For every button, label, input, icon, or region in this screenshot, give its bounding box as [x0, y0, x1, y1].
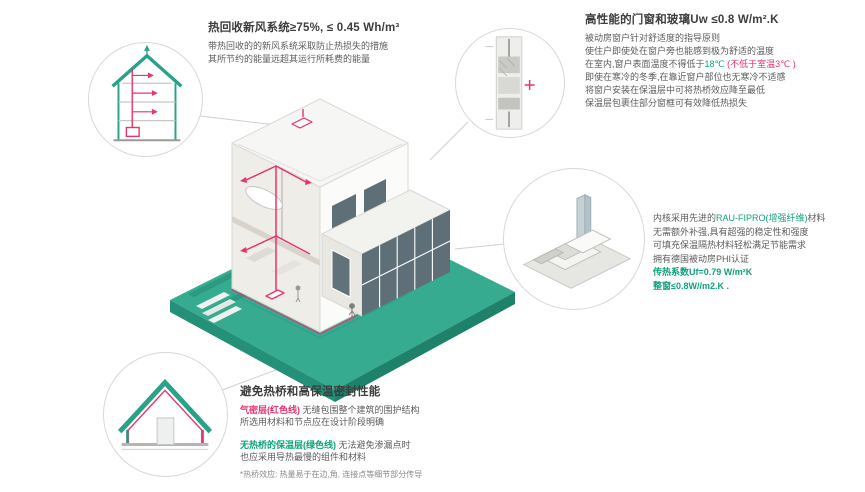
ventilation-text-block: 热回收新风系统≥75%, ≤ 0.45 Wh/m³ 带热回收的的新风系统采取防止…	[208, 22, 438, 66]
ventilation-body-line2: 其所节约的能量远超其运行所耗费的能量	[208, 54, 371, 64]
ventilation-ducts	[240, 165, 312, 300]
windows-line5: 将窗户安装在保温层中可将热桥效应降至最低	[585, 85, 766, 95]
bridge-airtight-label: 气密层(红色线)	[240, 404, 300, 415]
callout-circle-ventilation	[88, 42, 203, 157]
ventilation-title: 热回收新风系统≥75%, ≤ 0.45 Wh/m³	[208, 22, 400, 34]
callout-circle-frame-profile	[503, 168, 645, 310]
bridge-line3: 无热桥的保温层(绿色线) 无法避免渗漏点时	[240, 439, 540, 452]
profile-text-block: 内核采用先进的RAU-FIPRO(增强纤维)材料 无需额外补强,具有超强的稳定性…	[653, 212, 863, 293]
roof-vent	[291, 109, 313, 129]
windows-line4: 即使在寒冷的冬季,在靠近窗户部位也无寒冷不适感	[585, 72, 786, 82]
profile-line3: 可填充保温隔热材料轻松满足节能需求	[653, 240, 807, 250]
profile-line4: 拥有德国被动房PHI认证	[653, 253, 750, 264]
profile-uw-value: 整窗≤0.8W//m2.K .	[653, 280, 729, 291]
profile-line1-post: 材料	[807, 213, 826, 223]
bridge-line4: 也应采用导热最慢的组件和材料	[240, 452, 367, 462]
windows-line2: 使住户即使处在窗户旁也能感到极为舒适的温度	[585, 46, 775, 56]
callout-circle-thermal-bridge	[103, 352, 228, 477]
frame-profile-icon	[522, 193, 632, 289]
bathtub	[245, 186, 283, 210]
windows-line3: 在室内,窗户表面温度不得低于18℃ (不低于室温3℃ )	[585, 58, 860, 71]
profile-uf-value: 传热系数Uf=0.79 W/m²K	[653, 267, 753, 277]
bridge-line1: 气密层(红色线) 无缝包围整个建筑的围护结构	[240, 404, 540, 417]
windows-line6: 保温层包裹住部分窗框可有效降低热损失	[585, 98, 748, 108]
glass-mullions	[361, 218, 451, 308]
windows-line1: 被动房窗户针对舒适度的指导原则	[585, 33, 721, 43]
window-section-icon	[485, 36, 535, 130]
bridge-footnote: *热桥效应: 热量易于在边,角, 连接点等细节部分传导	[240, 469, 423, 479]
windows-line3-temp: 18℃	[704, 59, 725, 69]
attic-section-icon	[117, 378, 213, 451]
bridge-airtight-text: 无缝包围整个建筑的围护结构	[300, 404, 420, 415]
bridge-insulation-text: 无法避免渗漏点时	[336, 439, 411, 450]
ventilation-body-line1: 带热回收的的新风系统采取防止热损失的措施	[208, 41, 389, 51]
profile-line1-material: RAU-FIPRO(增强纤维)	[716, 213, 808, 223]
windows-line3-note: (不低于室温3℃ )	[724, 59, 796, 69]
glazed-wing	[321, 189, 451, 317]
bridge-title: 避免热桥和高保温密封性能	[240, 386, 381, 398]
bridge-line2: 所选用材料和节点应在设计阶段明确	[240, 417, 385, 427]
house-section-ventilation-icon	[111, 44, 183, 142]
human-figures	[295, 285, 356, 324]
callout-circle-window-section	[455, 28, 565, 138]
windows-text-block: 高性能的门窗和玻璃Uw ≤0.8 W/m².K 被动房窗户针对舒适度的指导原则 …	[585, 14, 860, 110]
windows-line3-pre: 在室内,窗户表面温度不得低于	[585, 59, 705, 69]
insulation-layer-line	[231, 293, 409, 339]
windows-title: 高性能的门窗和玻璃Uw ≤0.8 W/m².K	[585, 14, 779, 26]
main-house	[231, 98, 451, 339]
bridge-text-block: 避免热桥和高保温密封性能 气密层(红色线) 无缝包围整个建筑的围护结构 所选用材…	[240, 386, 540, 481]
profile-line1: 内核采用先进的RAU-FIPRO(增强纤维)材料	[653, 212, 863, 226]
profile-line2: 无需额外补强,具有超强的稳定性和强度	[653, 226, 809, 237]
bridge-insulation-label: 无热桥的保温层(绿色线)	[240, 439, 336, 450]
profile-line1-pre: 内核采用先进的	[653, 213, 717, 223]
